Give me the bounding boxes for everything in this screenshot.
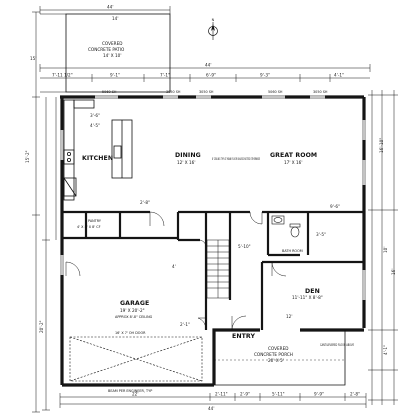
dim-patio-width: 14' — [112, 16, 118, 21]
stairs — [206, 239, 230, 299]
den-size: 11'-11" X 8'-8" — [292, 295, 323, 300]
dim-mid-seg-4: 6'-9" — [206, 73, 216, 78]
dim-interior-2: 3'-6" — [90, 113, 100, 118]
top-dimension-lines — [39, 6, 371, 82]
right-dimension-lines — [368, 90, 398, 405]
dim-right-seg-4: 4'-1" — [383, 345, 388, 355]
left-windows — [60, 130, 64, 275]
flood-note: CANTILEVERED FLOOR ABOVE — [320, 343, 354, 347]
dim-right-seg-2: 10' — [383, 247, 388, 253]
header-note: BEAM PER ENGINEER, TYP — [108, 389, 152, 393]
dim-bottom-seg-1: 22' — [132, 392, 138, 397]
north-arrow-icon: N — [208, 18, 218, 40]
patio-label: COVERED — [102, 41, 122, 46]
dim-mid-seg-3: 7'-1" — [160, 73, 170, 78]
covered-patio: COVERED CONCRETE PATIO 14' X 10' 14' — [40, 13, 171, 93]
dim-interior-1: 4'-5" — [90, 123, 100, 128]
kitchen-area — [63, 99, 133, 201]
window-tag-1: 5060 SH — [102, 90, 117, 94]
dining-size: 12' X 16' — [177, 160, 196, 165]
dim-mid-overall: 44' — [205, 63, 211, 68]
dim-interior-7: 4' — [172, 264, 176, 269]
exterior-walls — [60, 95, 366, 387]
great-room-size: 17' X 16' — [284, 160, 303, 165]
dim-right-seg-1: 16'-10" — [379, 138, 384, 153]
great-room-label: GREAT ROOM — [270, 152, 317, 159]
top-window-glass — [95, 95, 325, 99]
door-swings — [65, 211, 287, 331]
ceiling-note-line: 8' CEILING TYP. AT MAIN FLOOR UNLESS NOT… — [212, 157, 260, 161]
ceiling-note: 8' CEILING TYP. AT MAIN FLOOR UNLESS NOT… — [212, 157, 260, 161]
patio-size: 14' X 10' — [103, 53, 122, 58]
dim-mid-seg-6: 4'-1" — [334, 73, 344, 78]
dim-bottom-seg-4: 5'-11" — [272, 392, 285, 397]
patio-label-2: CONCRETE PATIO — [88, 47, 125, 52]
dim-left-seg-3: 20'-2" — [39, 320, 44, 333]
dim-left-seg-2: 15'-2" — [25, 150, 30, 163]
dim-bottom-seg-6: 2'-8" — [350, 392, 360, 397]
interior-walls — [62, 210, 364, 330]
bath-fixtures — [271, 215, 301, 238]
dining-label: DINING — [175, 152, 201, 159]
porch-label-2: CONCRETE PORCH — [254, 352, 293, 357]
dim-bottom-seg-2: 2'-11" — [215, 392, 228, 397]
bottom-dimension-lines — [59, 393, 367, 408]
dim-bottom-overall: 44' — [208, 406, 214, 411]
left-dimension-lines — [32, 11, 57, 413]
dim-bottom-seg-3: 2'-9" — [240, 392, 250, 397]
garage-size: 19' X 20'-2" — [120, 308, 145, 313]
bath-room-label: BATH ROOM — [282, 249, 303, 253]
north-arrow-letter: N — [212, 18, 215, 22]
kitchen-label: KITCHEN — [82, 155, 113, 162]
covered-porch — [214, 330, 346, 386]
pantry-label: PANTRY — [88, 219, 102, 223]
den-label: DEN — [305, 288, 320, 295]
dim-right-seg-3: 16' — [391, 269, 396, 275]
garage-label: GARAGE — [120, 300, 149, 307]
pantry-note: 4' X 8' X 8' CF — [77, 225, 101, 229]
dim-mid-seg-5: 9'-3" — [260, 73, 270, 78]
dim-interior-9: 12' — [286, 314, 292, 319]
dim-interior-8: 2'-1" — [180, 322, 190, 327]
dim-bottom-seg-5: 9'-9" — [314, 392, 324, 397]
dim-mid-seg-2: 9'-1" — [110, 73, 120, 78]
porch-label: COVERED — [268, 346, 288, 351]
garage-door-note: 16' X 7' OH DOOR — [115, 331, 146, 335]
window-tag-2: 3050 SH — [166, 90, 181, 94]
right-windows — [362, 120, 366, 300]
porch-size: 20' X 5' — [268, 358, 284, 363]
dim-interior-4: 9'-6" — [330, 204, 340, 209]
dim-left-seg-1: 15' — [30, 56, 36, 61]
garage-door-area — [69, 336, 203, 382]
dim-top-overall: 44' — [107, 5, 113, 10]
dim-interior-3: 2'-8" — [140, 200, 150, 205]
garage-note: APPROX 8'-8" CEILING — [115, 315, 153, 319]
dim-mid-seg-1: 7'-11 1/2" — [52, 73, 73, 78]
window-tag-4: 5060 SH — [268, 90, 283, 94]
window-tag-5: 3050 SH — [313, 90, 328, 94]
dim-interior-6: 3'-5" — [316, 232, 326, 237]
dim-interior-5: 5'-10" — [238, 244, 251, 249]
entry-label: ENTRY — [232, 333, 255, 340]
window-tag-3: 3050 SH — [199, 90, 214, 94]
